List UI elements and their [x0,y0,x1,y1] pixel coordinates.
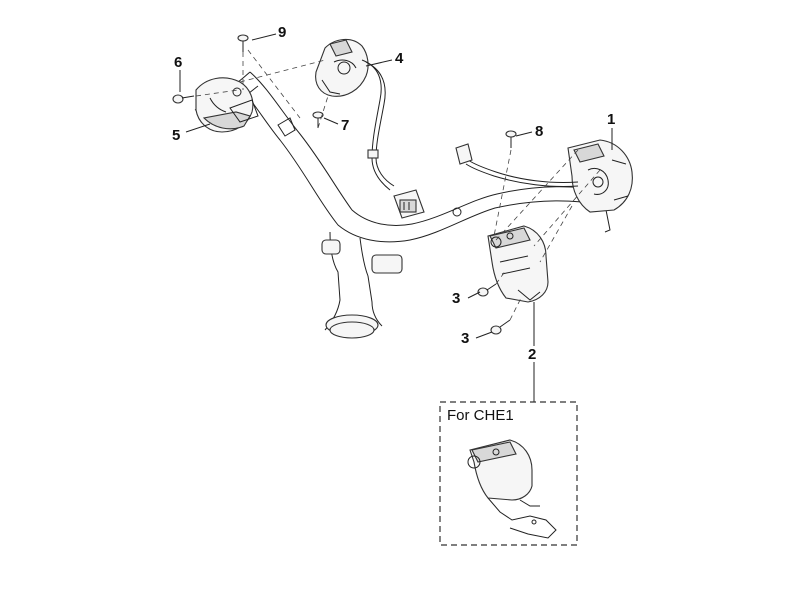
callout-3-lower: 3 [461,330,469,347]
screw-3-lower [490,319,511,335]
callout-1: 1 [607,111,615,128]
part-4-switch-with-harness [315,38,425,219]
part-2-switch-block [487,225,549,303]
callout-6: 6 [174,54,182,71]
callout-8: 8 [535,123,543,140]
screw-6 [172,94,195,104]
inset-che1: For CHE1 [439,401,578,546]
assembly-guide-lines [195,49,601,321]
part-5-left-switch-housing [195,77,259,133]
screw-3-upper [477,283,497,297]
inset-part-2-alternate [467,439,557,539]
callout-9: 9 [278,24,286,41]
inset-title: For CHE1 [447,407,514,424]
part-1-right-switch-housing [455,139,633,213]
callout-numbers: 9 4 6 5 7 8 1 3 3 2 [172,24,615,363]
screws [172,34,517,335]
leader-lines [179,33,613,402]
callout-2: 2 [528,346,536,363]
screw-9 [237,34,249,52]
callout-5: 5 [172,127,180,144]
screw-7 [312,111,324,128]
callout-7: 7 [341,117,349,134]
callout-4: 4 [395,50,404,67]
screw-8 [505,130,517,148]
callout-3-upper: 3 [452,290,460,307]
